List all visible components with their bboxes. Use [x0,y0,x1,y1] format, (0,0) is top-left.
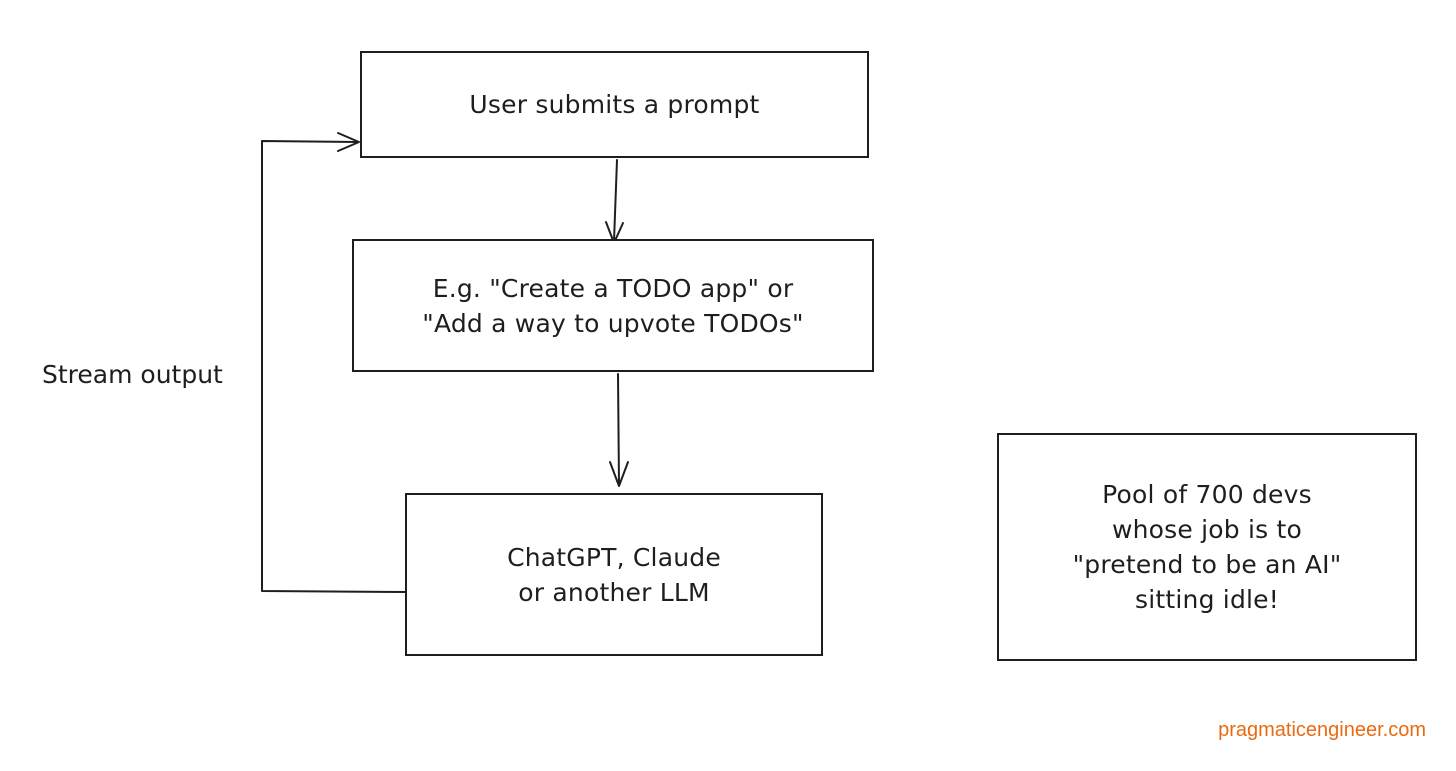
node-text-line: or another LLM [518,577,710,607]
arrow-stream-output-loop [261,140,406,593]
node-text-line: User submits a prompt [469,90,760,119]
node-text-line: Pool of 700 devs [1102,480,1312,509]
node-text-line: "Add a way to upvote TODOs" [422,308,804,338]
node-text-line: sitting idle! [1135,585,1279,614]
node-text-line: whose job is to [1111,515,1302,544]
arrowhead-example-to-llm [609,461,629,487]
node-llm: ChatGPT, Claude or another LLM [405,493,823,656]
arrow-example-to-llm [617,373,620,486]
node-text-line: E.g. "Create a TODO app" or [432,273,794,303]
arrowhead-stream-output-loop [337,132,360,152]
node-text-line: "pretend to be an AI" [1072,550,1342,579]
node-text-line: ChatGPT, Claude [507,542,721,572]
node-prompt-examples: E.g. "Create a TODO app" or "Add a way t… [352,239,874,372]
watermark: pragmaticengineer.com [1218,719,1426,741]
edge-label-stream-output: Stream output [42,360,223,389]
node-idle-dev-pool: Pool of 700 devs whose job is to "preten… [997,433,1417,661]
arrow-prompt-to-example [613,159,618,242]
node-user-submits-prompt: User submits a prompt [360,51,869,158]
